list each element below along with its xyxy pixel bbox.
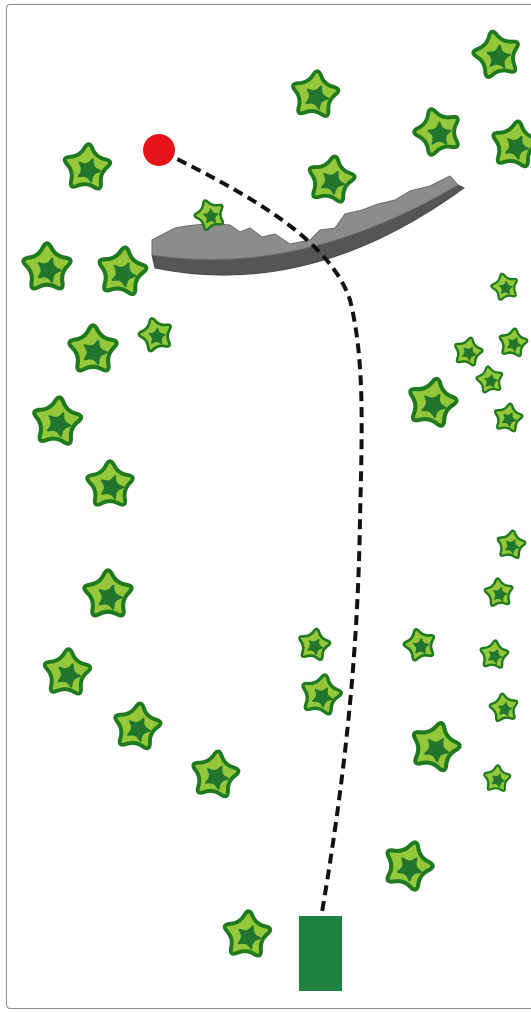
star-31	[484, 765, 510, 790]
star-8	[23, 243, 70, 288]
star-16	[410, 379, 456, 426]
star-12	[139, 319, 171, 351]
star-3	[414, 109, 458, 155]
star-10	[491, 274, 516, 300]
star-28	[490, 694, 517, 721]
star-9	[100, 248, 147, 295]
star-19	[87, 461, 133, 505]
star-17	[495, 404, 522, 431]
star-20	[498, 531, 525, 558]
star-33	[388, 842, 433, 889]
star-6	[310, 156, 355, 201]
red-ball-target	[143, 134, 175, 166]
green-start-block[interactable]	[299, 916, 342, 991]
star-14	[500, 329, 527, 356]
star-13	[455, 338, 482, 365]
star-5	[65, 144, 110, 188]
star-11	[69, 325, 116, 370]
star-25	[481, 641, 508, 668]
gray-rock-ledge	[152, 176, 464, 275]
star-30	[414, 723, 460, 770]
star-34	[225, 911, 270, 955]
star-32	[193, 751, 238, 796]
star-18	[34, 397, 81, 443]
star-27	[303, 675, 341, 714]
star-4	[493, 121, 531, 166]
star-24	[404, 629, 434, 660]
stars-layer	[23, 32, 531, 956]
star-15	[477, 367, 503, 393]
star-22	[84, 570, 131, 615]
star-21	[485, 579, 512, 606]
star-1	[473, 32, 518, 77]
star-26	[45, 649, 90, 693]
star-23	[300, 629, 330, 660]
star-2	[293, 71, 338, 116]
star-29	[115, 703, 160, 748]
